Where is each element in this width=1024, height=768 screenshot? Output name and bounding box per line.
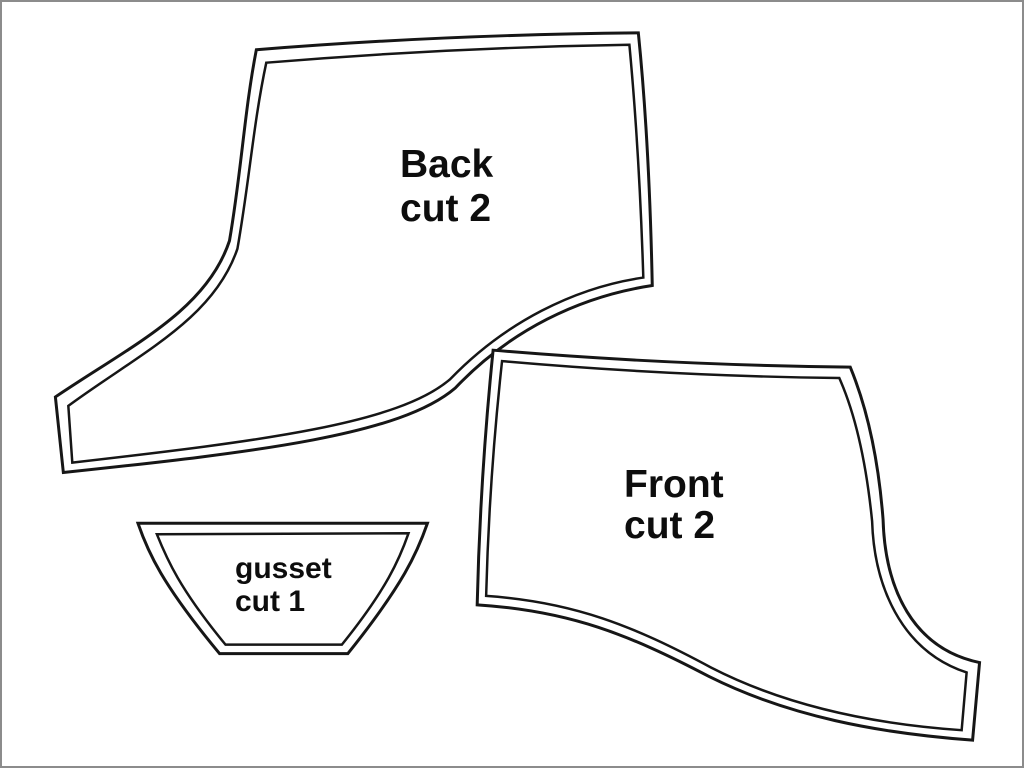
gusset-piece-label: gusset cut 1 [235,552,332,618]
back-piece-label: Back cut 2 [400,143,493,231]
gusset-piece-label-line1: gusset [235,552,332,585]
gusset-piece-label-line2: cut 1 [235,585,306,618]
front-piece-inner-outline [484,359,968,732]
back-piece [53,31,654,475]
front-piece-label-line1: Front [624,463,724,506]
front-piece-label: Front cut 2 [624,464,724,546]
back-piece-label-line1: Back [400,143,494,186]
gusset-piece-inner-outline [155,531,411,646]
back-piece-inner-outline [67,43,645,464]
front-piece-outer-outline [475,348,982,742]
back-piece-outer-outline [53,31,654,475]
front-piece-label-line2: cut 2 [624,504,716,547]
front-piece [475,348,982,742]
gusset-piece [135,521,430,656]
back-piece-label-line2: cut 2 [400,187,492,230]
gusset-piece-outer-outline [135,521,430,656]
